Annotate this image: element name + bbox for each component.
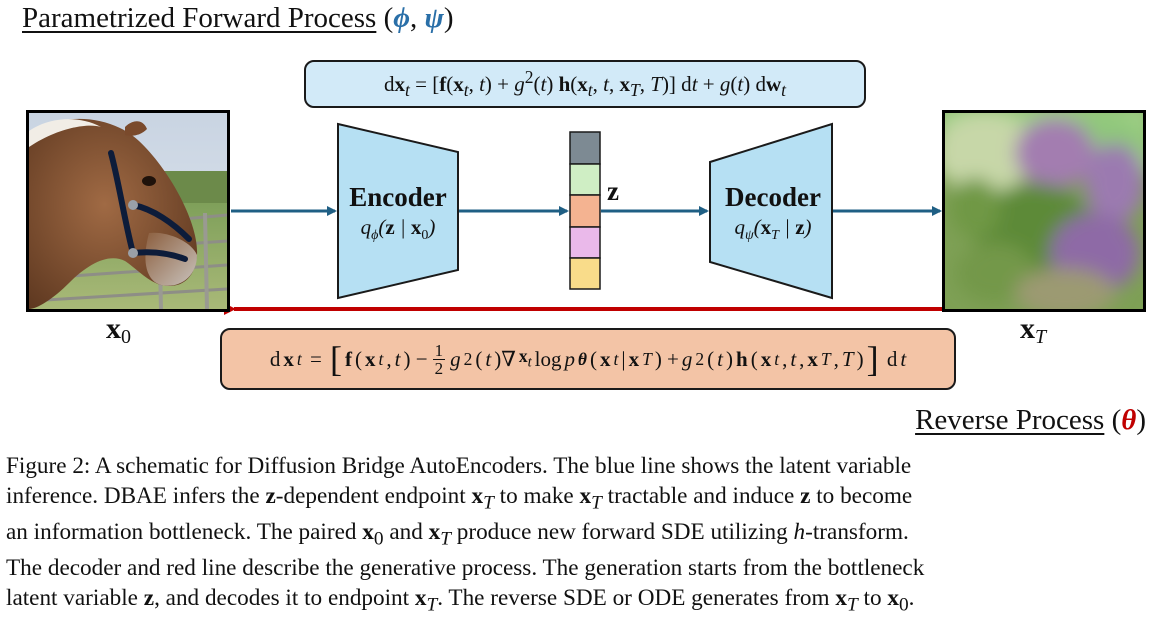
decoder-distribution: qψ(xT | z)	[734, 215, 812, 244]
reverse-process-title-text: Reverse Process	[915, 404, 1105, 436]
caption-line-5: latent variable z, and decodes it to end…	[6, 584, 915, 616]
forward-process-title: Parametrized Forward Process (ϕ, ψ)	[22, 2, 454, 35]
input-image-x0	[26, 110, 230, 312]
forward-process-params: (ϕ, ψ)	[383, 2, 454, 34]
xT-label-sub: T	[1035, 326, 1047, 348]
latent-cell-1	[569, 131, 601, 165]
decoder-label-group: Decoder qψ(xT | z)	[702, 182, 844, 244]
latent-cell-5	[569, 257, 601, 290]
latent-cell-4	[569, 226, 601, 259]
xT-label: xT	[1020, 312, 1046, 349]
encoder-label-group: Encoder qϕ(z | x0)	[330, 182, 466, 244]
latent-vector	[569, 131, 601, 290]
reverse-process-title: Reverse Process (θ)	[915, 404, 1146, 437]
caption-line-3: an information bottleneck. The paired x0…	[6, 518, 909, 550]
encoder-label: Encoder	[349, 182, 447, 212]
caption-line-2: inference. DBAE infers the z-dependent e…	[6, 482, 913, 514]
figure-caption: Figure 2: A schematic for Diffusion Brid…	[6, 452, 1168, 620]
encoder-block	[337, 122, 459, 300]
x0-label-sub: 0	[121, 326, 131, 348]
latent-cell-2	[569, 163, 601, 196]
xT-label-main: x	[1020, 312, 1035, 345]
decoder-label: Decoder	[725, 182, 821, 212]
forward-sde-equation: dxt = [f(xt, t) + g2(t) h(xt, t, xT, T)]…	[304, 60, 866, 108]
latent-z-label: z	[607, 176, 619, 206]
caption-line-4: The decoder and red line describe the ge…	[6, 555, 925, 582]
forward-process-title-text: Parametrized Forward Process	[22, 2, 377, 34]
encoder-distribution: qϕ(z | x0)	[360, 215, 436, 244]
blurry-endpoint-image	[945, 113, 1143, 309]
horse-image	[29, 113, 227, 309]
x0-label-main: x	[106, 312, 121, 345]
x0-label: x0	[106, 312, 131, 349]
endpoint-image-xT	[942, 110, 1146, 312]
reverse-process-params: (θ)	[1111, 404, 1146, 436]
latent-cell-3	[569, 194, 601, 228]
caption-line-1: Figure 2: A schematic for Diffusion Brid…	[6, 453, 912, 479]
decoder-block	[709, 122, 833, 300]
